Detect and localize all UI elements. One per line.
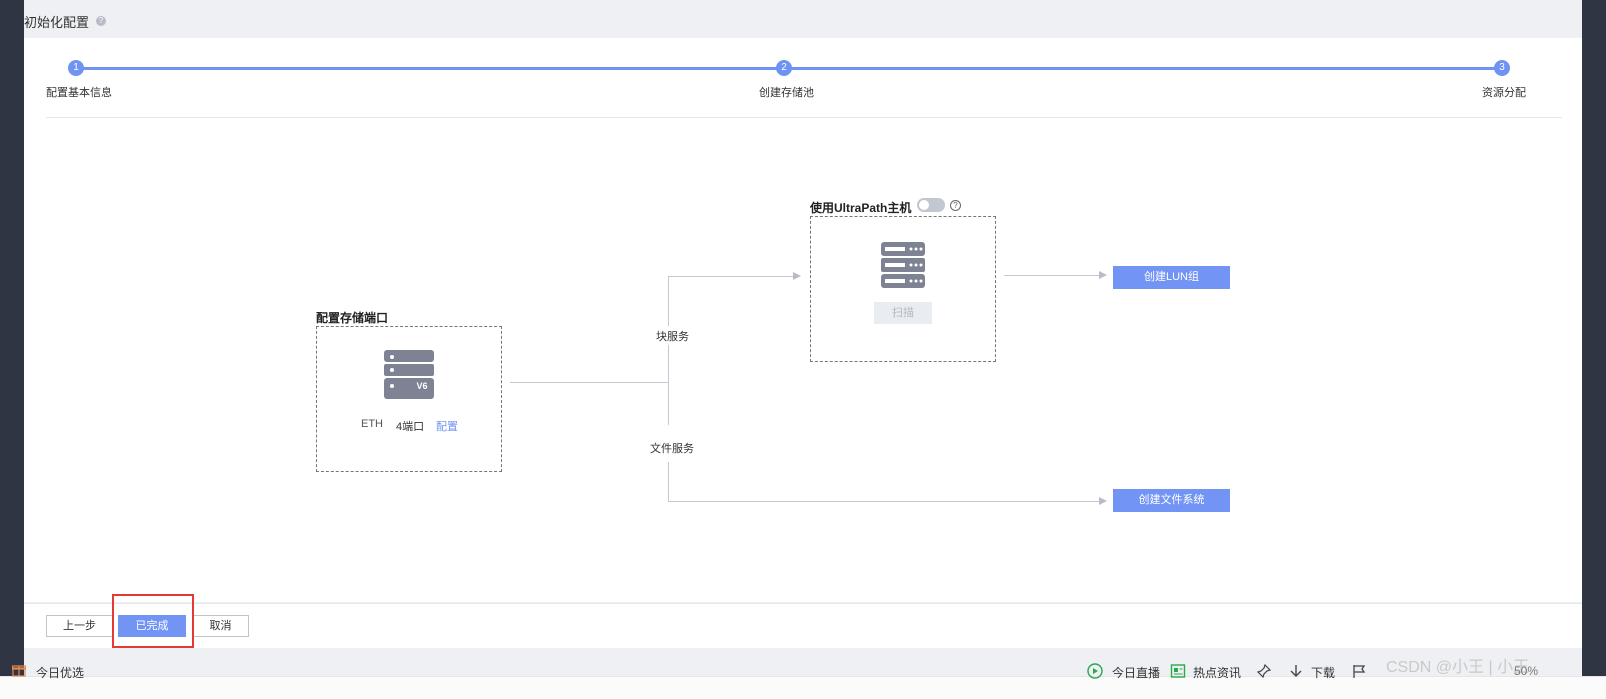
toggle-knob xyxy=(919,200,929,210)
eth-label: ETH xyxy=(361,418,383,430)
news-link[interactable]: 热点资讯 xyxy=(1193,666,1242,680)
browser-bottom-bar xyxy=(0,676,1606,699)
live-link[interactable]: 今日直播 xyxy=(1112,666,1161,680)
stepper-divider xyxy=(46,117,1562,118)
ultrapath-label: 使用UltraPath主机 xyxy=(810,201,912,215)
cancel-button[interactable]: 取消 xyxy=(192,615,249,637)
connector-up-top xyxy=(668,276,669,326)
connector-middle xyxy=(668,345,669,425)
create-lun-group-button[interactable]: 创建LUN组 xyxy=(1113,266,1230,289)
highlight-annotation-box xyxy=(112,594,194,648)
connector-down-bottom xyxy=(668,462,669,502)
ultrapath-toggle[interactable] xyxy=(917,198,945,212)
arrow-to-ultrapath xyxy=(793,272,801,280)
previous-step-button[interactable]: 上一步 xyxy=(46,615,113,637)
host-server-icon xyxy=(881,242,925,288)
step-1-dot: 1 xyxy=(68,60,84,76)
zoom-level[interactable]: 50% xyxy=(1514,664,1539,678)
connector-to-ultrapath xyxy=(668,276,794,277)
ultrapath-help-icon[interactable]: ? xyxy=(950,200,961,211)
csdn-watermark: CSDN @小王 | 小王 xyxy=(1386,659,1530,676)
arrow-to-filesystem xyxy=(1099,497,1107,505)
help-icon[interactable]: ? xyxy=(96,16,106,26)
step-3-dot: 3 xyxy=(1494,60,1510,76)
download-icon xyxy=(1290,665,1302,677)
block-service-label: 块服务 xyxy=(656,331,689,343)
connector-main xyxy=(510,382,668,383)
connector-to-filesystem xyxy=(668,501,1100,502)
file-service-label: 文件服务 xyxy=(650,443,694,455)
footer-divider xyxy=(24,603,1582,604)
storage-server-icon: V6 xyxy=(384,350,434,399)
step-2-dot: 2 xyxy=(776,60,792,76)
done-button[interactable]: 已完成 xyxy=(118,615,186,637)
play-icon xyxy=(1087,663,1103,679)
step-3-label: 资源分配 xyxy=(1482,87,1526,99)
port-count: 4端口 xyxy=(396,421,425,433)
news-icon xyxy=(1170,664,1186,678)
download-link[interactable]: 下载 xyxy=(1311,666,1336,680)
server-badge: V6 xyxy=(416,381,427,391)
main-panel xyxy=(24,38,1582,602)
today-picks-link[interactable]: 今日优选 xyxy=(36,666,85,680)
connector-to-lun xyxy=(1004,275,1100,276)
flag-icon[interactable] xyxy=(1351,663,1367,679)
step-2-label: 创建存储池 xyxy=(759,87,814,99)
footer-bar xyxy=(24,604,1582,648)
gift-icon xyxy=(12,665,26,677)
ultrapath-box xyxy=(810,216,996,362)
create-filesystem-button[interactable]: 创建文件系统 xyxy=(1113,489,1230,512)
scan-button[interactable]: 扫描 xyxy=(874,302,932,324)
page-title: 初始化配置 xyxy=(24,15,90,30)
step-1-label: 配置基本信息 xyxy=(46,87,112,99)
storage-port-title: 配置存储端口 xyxy=(316,311,389,325)
pin-icon[interactable] xyxy=(1256,663,1272,679)
configure-port-link[interactable]: 配置 xyxy=(436,421,458,433)
arrow-to-lun xyxy=(1099,271,1107,279)
